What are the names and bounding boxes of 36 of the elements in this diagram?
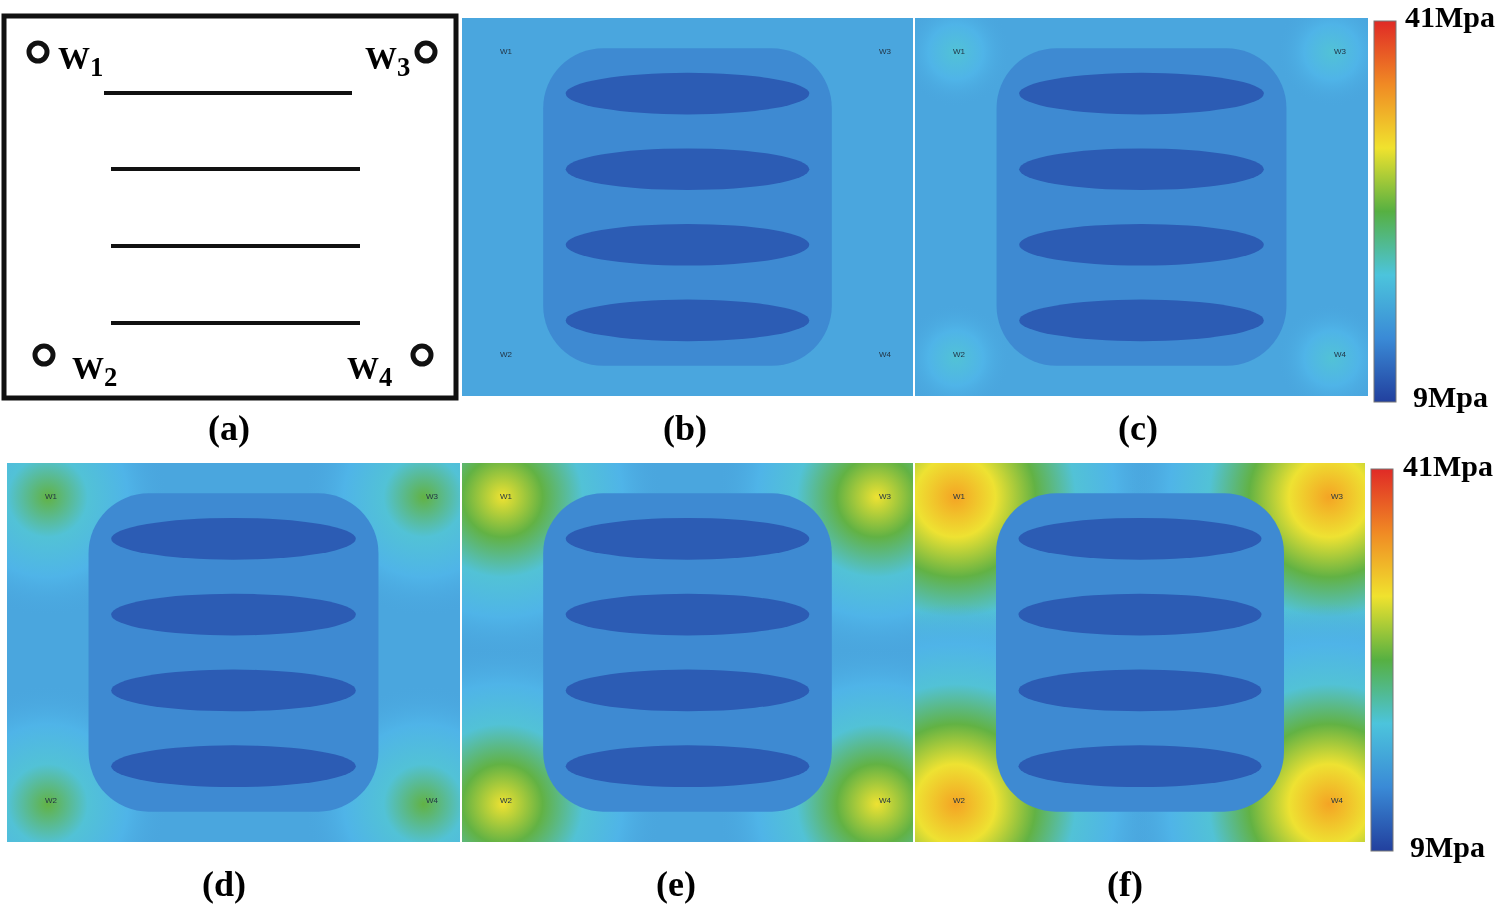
- map-well-label: W3: [879, 48, 891, 56]
- map-well-label: W2: [953, 797, 965, 805]
- map-well-label: W1: [953, 48, 965, 56]
- panel-caption: (d): [202, 866, 246, 902]
- map-well-label: W2: [500, 797, 512, 805]
- map-well-label: W3: [1334, 48, 1346, 56]
- map-well-label: W4: [879, 797, 891, 805]
- well-label: W$_{4}$: [347, 352, 393, 392]
- map-well-label: W4: [1334, 351, 1346, 359]
- map-well-label: W2: [500, 351, 512, 359]
- color-scale-bar: [1373, 20, 1397, 403]
- well-label: W$_{2}$: [72, 352, 118, 392]
- scale-min-label: 9Mpa: [1410, 832, 1485, 862]
- scale-min-label: 9Mpa: [1413, 382, 1488, 412]
- scale-max-label: 41Mpa: [1405, 2, 1495, 32]
- map-well-label: W2: [953, 351, 965, 359]
- panel-caption: (a): [208, 410, 250, 446]
- map-well-label: W1: [953, 493, 965, 501]
- map-well-label: W3: [879, 493, 891, 501]
- map-well-label: W4: [1331, 797, 1343, 805]
- map-well-label: W1: [500, 493, 512, 501]
- map-well-label: W1: [45, 493, 57, 501]
- map-well-label: W3: [426, 493, 438, 501]
- scale-max-label: 41Mpa: [1403, 451, 1493, 481]
- color-scale-bar: [1370, 468, 1394, 852]
- map-well-label: W4: [879, 351, 891, 359]
- panel-caption: (b): [663, 410, 707, 446]
- panel-caption: (f): [1107, 866, 1143, 902]
- map-well-label: W1: [500, 48, 512, 56]
- well-label: W$_{1}$: [58, 42, 104, 82]
- panel-caption: (e): [656, 866, 696, 902]
- map-well-label: W2: [45, 797, 57, 805]
- panel-caption: (c): [1118, 410, 1158, 446]
- well-label: W$_{3}$: [365, 42, 411, 82]
- map-well-label: W4: [426, 797, 438, 805]
- map-well-label: W3: [1331, 493, 1343, 501]
